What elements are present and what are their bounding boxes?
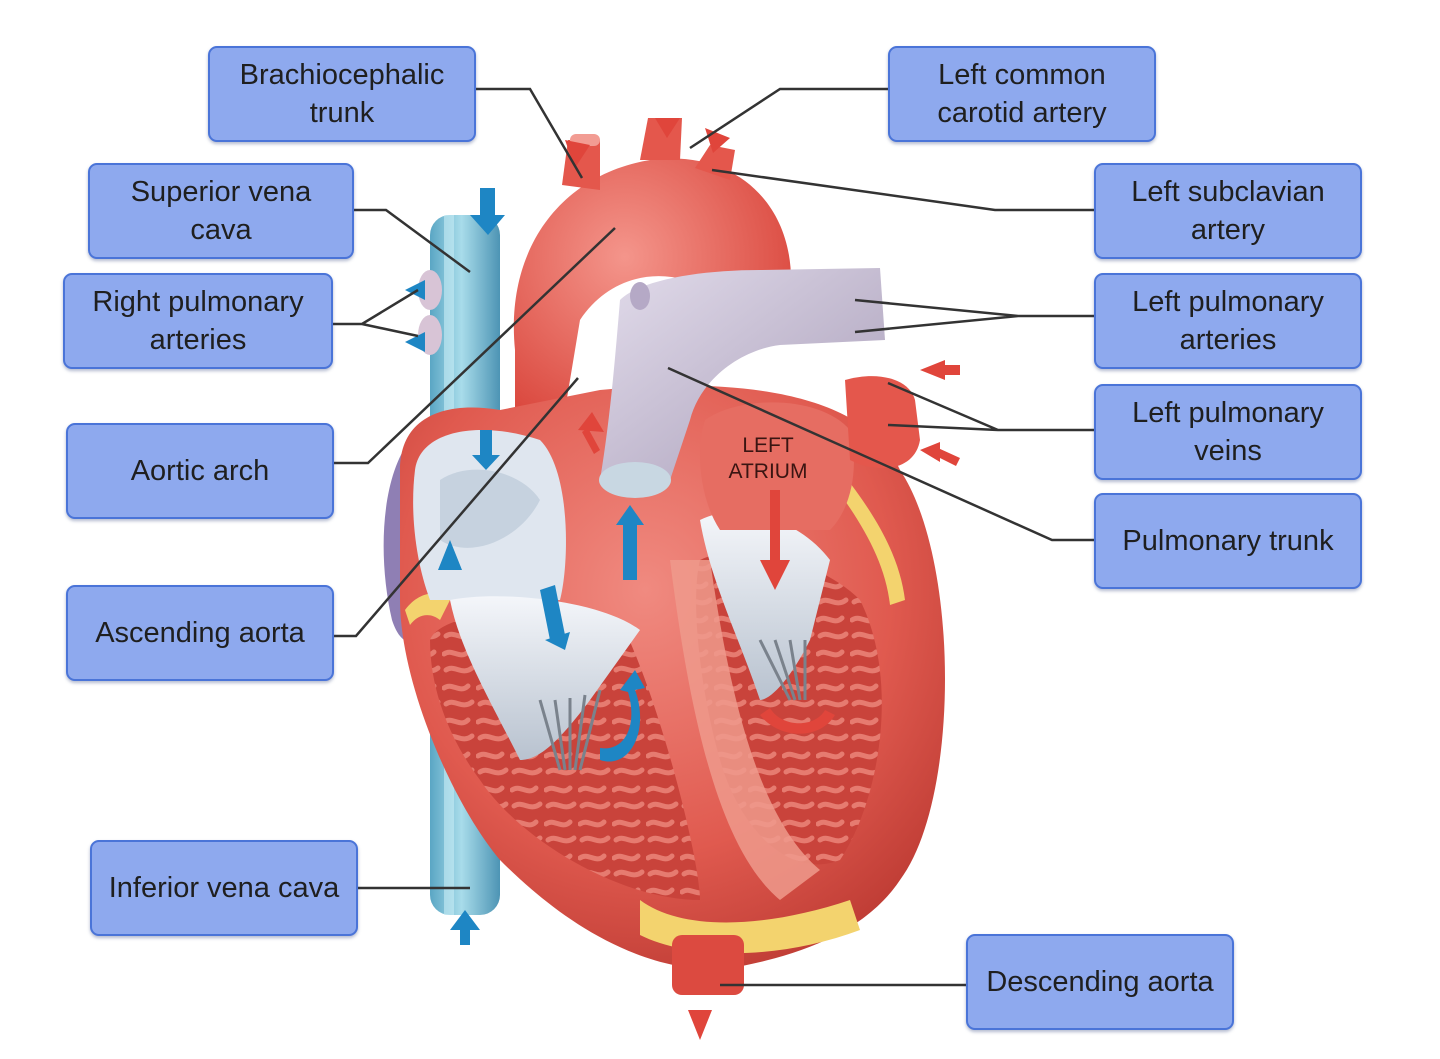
label-ascending-aorta: Ascending aorta [66,585,334,681]
left-pulmonary-veins [845,376,920,469]
label-left-pulmonary-arteries: Left pulmonary arteries [1094,273,1362,369]
label-left-subclavian-artery: Left subclavian artery [1094,163,1362,259]
chamber-label-line1: LEFT [742,434,794,457]
label-pulmonary-trunk: Pulmonary trunk [1094,493,1362,589]
label-descending-aorta: Descending aorta [966,934,1234,1030]
label-inferior-vena-cava: Inferior vena cava [90,840,358,936]
leader-lines [333,87,1094,987]
deoxygenated-blood-arrow-icon [405,188,645,945]
descending-aorta-vessel [672,935,744,995]
chamber-label-line2: ATRIUM [729,460,808,483]
label-left-common-carotid-artery: Left common carotid artery [888,46,1156,142]
pulmonary-trunk [599,268,885,498]
aorta [513,118,792,440]
label-aortic-arch: Aortic arch [66,423,334,519]
label-left-pulmonary-veins: Left pulmonary veins [1094,384,1362,480]
heart-valves [450,512,830,771]
label-brachiocephalic-trunk: Brachiocephalic trunk [208,46,476,142]
label-right-pulmonary-arteries: Right pulmonary arteries [63,273,333,369]
oxygenated-blood-arrow-icon [565,118,960,1040]
label-superior-vena-cava: Superior vena cava [88,163,354,259]
